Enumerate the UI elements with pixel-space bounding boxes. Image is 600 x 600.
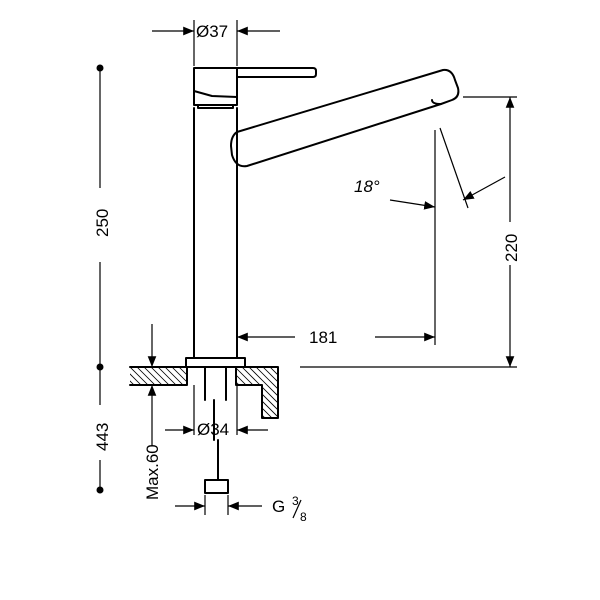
- label-top-diameter: Ø37: [196, 22, 228, 41]
- countertop-section: [129, 366, 279, 419]
- label-total-height: 250: [93, 209, 112, 237]
- label-below-height: 443: [93, 423, 112, 451]
- faucet-body: [185, 67, 460, 368]
- label-thread-den: 8: [300, 510, 307, 524]
- dim-spout-reach: 181: [237, 130, 436, 347]
- label-swivel-angle: 18°: [354, 177, 380, 196]
- dim-max-thickness: Max.60: [143, 324, 162, 500]
- faucet-column: [193, 107, 238, 359]
- dim-spout-height: 220: [300, 96, 521, 368]
- dim-swivel-angle: 18°: [354, 127, 506, 210]
- spout: [230, 68, 460, 168]
- dim-below-height: 443: [93, 367, 112, 494]
- hose-nut: [204, 479, 229, 494]
- label-spout-reach: 181: [309, 328, 337, 347]
- dim-base-diameter: Ø34: [165, 385, 268, 439]
- dim-top-diameter: Ø37: [152, 20, 280, 66]
- supply-hose: [204, 366, 229, 494]
- label-thread-g: G: [272, 497, 285, 516]
- label-max-thickness: Max.60: [143, 444, 162, 500]
- lever-handle: [236, 67, 317, 78]
- label-base-diameter: Ø34: [197, 420, 229, 439]
- label-thread-num: 3: [292, 494, 299, 508]
- dim-thread: G 3 8: [175, 494, 307, 524]
- handle-cap: [193, 67, 238, 106]
- dim-total-height: 250: [93, 64, 112, 371]
- label-spout-height: 220: [502, 234, 521, 262]
- base-ring: [185, 357, 246, 368]
